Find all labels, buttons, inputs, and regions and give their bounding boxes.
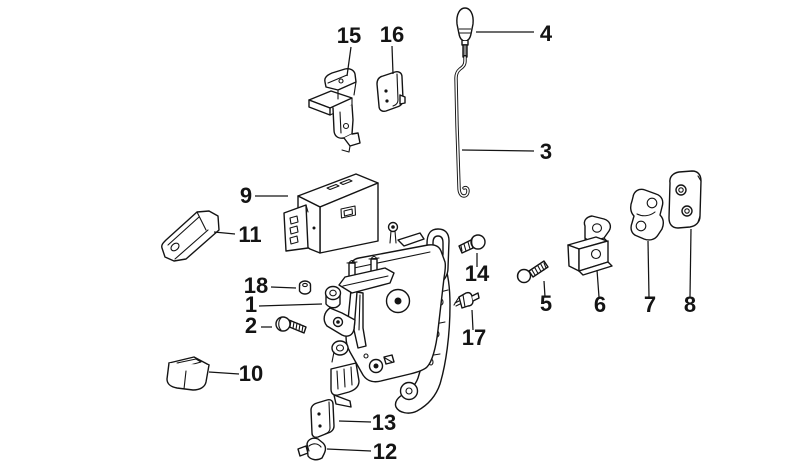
part-7-gasket bbox=[629, 188, 665, 241]
part-8-cover-plate bbox=[668, 170, 702, 229]
callout-9[interactable]: 9 bbox=[240, 183, 252, 208]
leader-line-8 bbox=[689, 228, 692, 298]
leader-line-5 bbox=[543, 280, 546, 298]
callout-18[interactable]: 18 bbox=[244, 273, 268, 298]
callout-1[interactable]: 1 bbox=[245, 292, 257, 317]
callout-7[interactable]: 7 bbox=[644, 292, 656, 317]
part-4-lock-knob bbox=[456, 7, 474, 58]
part-14-screw bbox=[458, 234, 486, 254]
leader-line-11 bbox=[213, 231, 236, 235]
leader-line-7 bbox=[647, 240, 650, 298]
part-17-stud bbox=[453, 291, 480, 309]
callout-labels: 1 2 3 4 5 6 7 8 9 10 11 12 13 14 15 16 1… bbox=[238, 21, 696, 464]
part-9-central-locking-drive bbox=[283, 173, 379, 254]
leader-line-18 bbox=[270, 286, 297, 289]
part-16-switch bbox=[376, 71, 406, 112]
callout-3[interactable]: 3 bbox=[540, 139, 552, 164]
leader-lines bbox=[208, 31, 692, 452]
callout-6[interactable]: 6 bbox=[594, 292, 606, 317]
callout-16[interactable]: 16 bbox=[380, 22, 404, 47]
part-3-operating-rod bbox=[454, 55, 470, 198]
part-15-carrier-bracket bbox=[308, 68, 361, 153]
callout-13[interactable]: 13 bbox=[372, 410, 396, 435]
part-18-nut bbox=[298, 280, 312, 295]
callout-4[interactable]: 4 bbox=[540, 21, 553, 46]
callout-11[interactable]: 11 bbox=[238, 222, 261, 247]
leader-line-15 bbox=[346, 46, 352, 77]
part-1-door-lock-assembly bbox=[323, 221, 451, 414]
part-2-screw bbox=[275, 316, 307, 334]
leader-line-13 bbox=[338, 420, 372, 423]
leader-line-3 bbox=[461, 149, 535, 152]
leader-line-6 bbox=[596, 269, 600, 298]
callout-5[interactable]: 5 bbox=[540, 291, 552, 316]
callout-12[interactable]: 12 bbox=[373, 439, 397, 464]
leader-line-17 bbox=[471, 309, 474, 331]
callout-8[interactable]: 8 bbox=[684, 292, 696, 317]
callout-17[interactable]: 17 bbox=[462, 325, 486, 350]
leader-line-12 bbox=[326, 448, 372, 452]
part-11-wedge-cover bbox=[161, 210, 220, 262]
part-6-striker bbox=[567, 215, 613, 276]
callout-2[interactable]: 2 bbox=[245, 313, 257, 338]
part-13-switch bbox=[310, 399, 335, 438]
leader-line-10 bbox=[208, 371, 240, 375]
callout-15[interactable]: 15 bbox=[337, 23, 361, 48]
leader-line-16 bbox=[391, 45, 394, 75]
callout-14[interactable]: 14 bbox=[465, 261, 490, 286]
leader-line-1 bbox=[258, 303, 323, 307]
part-12-clip bbox=[297, 437, 327, 461]
callout-10[interactable]: 10 bbox=[239, 361, 263, 386]
part-10-clip bbox=[166, 356, 210, 391]
part-5-bolt bbox=[516, 260, 549, 284]
